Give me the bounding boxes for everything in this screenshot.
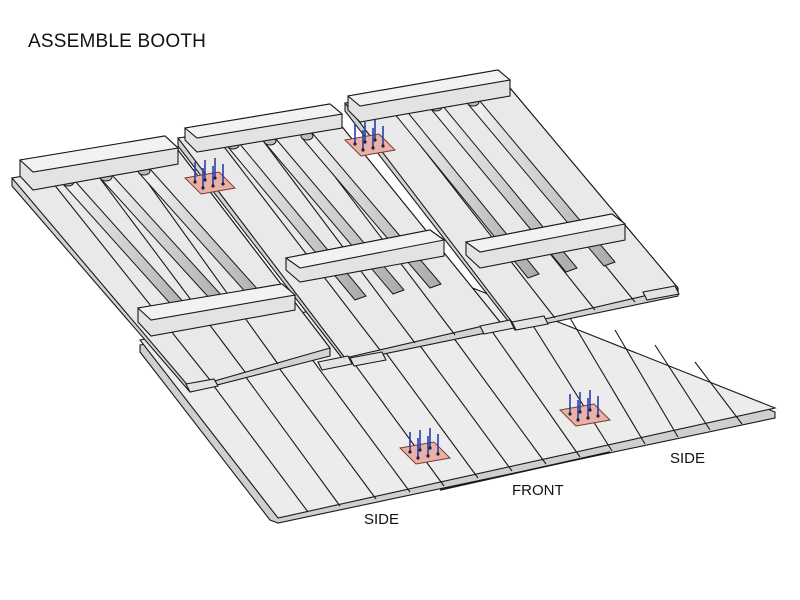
side-label-left: SIDE [364,511,400,528]
page-title: ASSEMBLE BOOTH [28,31,207,52]
cross-beams [18,69,680,393]
front-label: FRONT [512,482,564,499]
metal-bracket-group [183,120,612,465]
floor-front-seam [439,451,611,491]
metal-bracket-icon [343,120,397,157]
side-label-right: SIDE [670,450,706,467]
metal-bracket-icon [558,390,612,427]
metal-bracket-icon [183,158,237,195]
metal-bracket-icon [398,428,452,465]
